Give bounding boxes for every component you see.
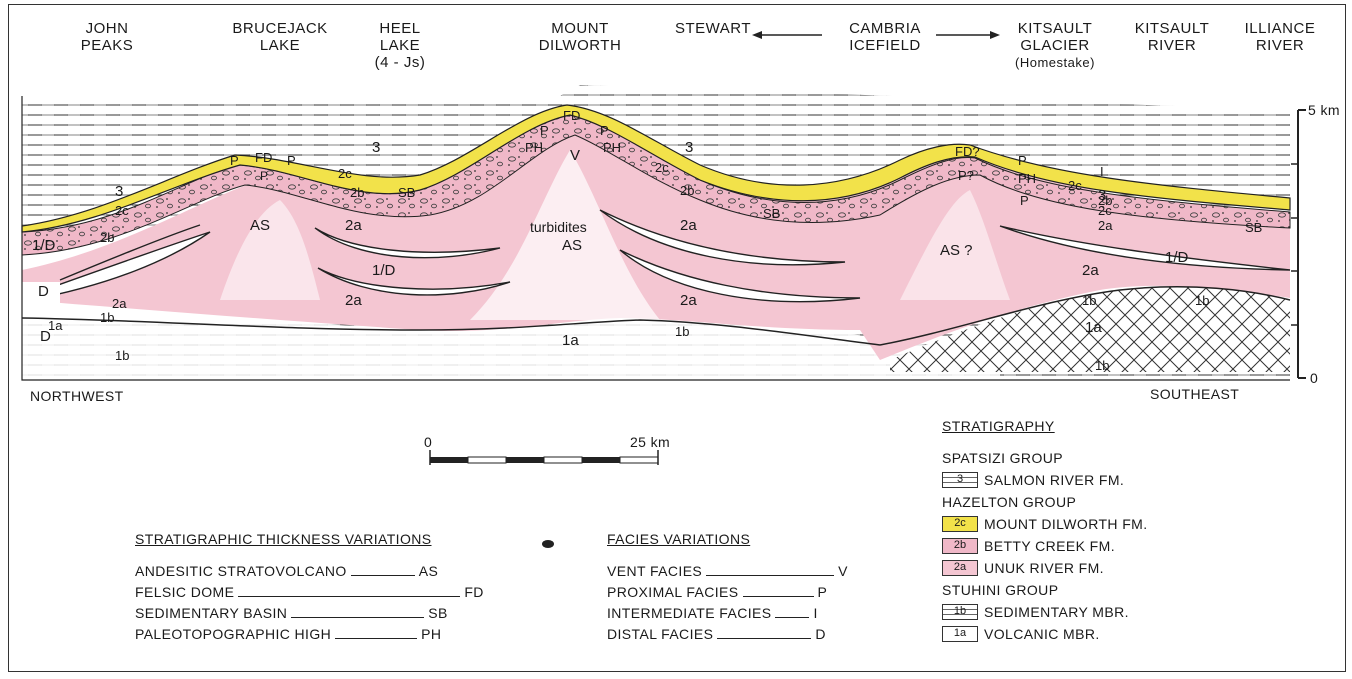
label-u2c-d: 2c (1068, 178, 1082, 193)
label-1b-c: 1b (675, 324, 689, 339)
orientation-northwest: NORTHWEST (30, 388, 124, 404)
legend-betty-creek: BETTY CREEK FM. (984, 538, 1115, 554)
label-u2b-b: 2b (350, 185, 364, 200)
label-1d-a: 1/D (32, 237, 56, 254)
label-u2a-b: 2a (345, 292, 362, 309)
label-p-g: P (1018, 153, 1027, 168)
label-fd-3: FD? (955, 144, 980, 159)
label-as-2: AS (562, 237, 582, 254)
label-p-d: P (600, 123, 609, 138)
label-u2a-d: 2a (680, 292, 697, 309)
scale-bar (430, 450, 658, 465)
label-turbidites: turbidites (530, 219, 587, 235)
vertical-scale-top: 5 km (1308, 102, 1340, 118)
label-sb-2: SB (763, 206, 780, 221)
label-ph-1: PH (525, 140, 543, 155)
label-u2a-g: 2a (1098, 218, 1113, 233)
legend-group-spatsizi: SPATSIZI GROUP (942, 450, 1063, 466)
scale-bar-end: 25 km (630, 434, 670, 450)
label-p-f: P? (958, 168, 974, 183)
label-u2b-c: 2b (680, 183, 694, 198)
label-u2c-b: 2c (338, 166, 352, 181)
legend-facies-title: FACIES VARIATIONS (607, 531, 750, 547)
label-as-1: AS (250, 217, 270, 234)
swatch-1a: 1a (942, 626, 978, 642)
label-ph-3: PH (1018, 171, 1036, 186)
legend-facies-item: VENT FACIESV (607, 563, 848, 579)
label-u3-a: 3 (372, 139, 380, 156)
label-u2a-e: 2a (1082, 262, 1099, 279)
legend-group-stuhini: STUHINI GROUP (942, 582, 1058, 598)
swatch-1b: 1b (942, 604, 978, 620)
swatch-2b: 2b (942, 538, 978, 554)
label-v: V (570, 147, 580, 164)
legend-group-hazelton: HAZELTON GROUP (942, 494, 1076, 510)
label-1d-c: 1/D (1165, 249, 1189, 266)
label-1d-b: 1/D (372, 262, 396, 279)
label-fd-1: FD (255, 150, 272, 165)
label-1b-d: 1b (1082, 293, 1096, 308)
label-p-b: P (287, 153, 296, 168)
swatch-3: 3 (942, 472, 978, 488)
label-u2a-a: 2a (345, 217, 362, 234)
label-u2b-d: 2b (1098, 193, 1112, 208)
legend-volcanic-mbr: VOLCANIC MBR. (984, 626, 1100, 642)
legend-stratigraphy-title: STRATIGRAPHY (942, 418, 1055, 434)
label-sb-3: SB (1245, 220, 1262, 235)
legend-mount-dilworth: MOUNT DILWORTH FM. (984, 516, 1148, 532)
label-d-a: D (38, 283, 49, 300)
legend-unuk-river: UNUK RIVER FM. (984, 560, 1104, 576)
label-as-3: AS ? (940, 242, 973, 259)
legend-salmon-river: SALMON RIVER FM. (984, 472, 1124, 488)
label-i: I (1100, 164, 1104, 179)
orientation-southeast: SOUTHEAST (1150, 386, 1239, 402)
label-sb-1: SB (398, 185, 415, 200)
label-1b-a: 1b (100, 310, 114, 325)
label-1b-b: 1b (115, 348, 129, 363)
label-u2a-f: 2a (112, 296, 127, 311)
vertical-scale-bottom: 0 (1310, 370, 1318, 386)
label-u2c-a: 2c (115, 203, 129, 218)
label-1b-f: 1b (1195, 293, 1209, 308)
label-p-a: P (230, 153, 239, 168)
label-1b-e: 1b (1095, 358, 1109, 373)
label-u2c-c: 2c (655, 160, 669, 175)
scale-bar-start: 0 (424, 434, 432, 450)
swatch-2c: 2c (942, 516, 978, 532)
swatch-2a: 2a (942, 560, 978, 576)
label-p-e: P (260, 169, 268, 183)
label-u2b-a: 2b (100, 230, 114, 245)
label-u2a-c: 2a (680, 217, 697, 234)
label-ph-2: PH (603, 140, 621, 155)
label-p-h: P (1020, 193, 1029, 208)
label-1a-b: 1a (562, 332, 579, 349)
label-u3-b: 3 (115, 183, 123, 200)
label-1a-c: 1a (1085, 319, 1102, 336)
label-fd-2: FD (563, 108, 580, 123)
label-u3-c: 3 (685, 139, 693, 156)
label-1a-a: 1a (48, 318, 63, 333)
legend-sedimentary-mbr: SEDIMENTARY MBR. (984, 604, 1129, 620)
legend-thickness-title: STRATIGRAPHIC THICKNESS VARIATIONS (135, 531, 432, 547)
label-p-c: P (540, 123, 549, 138)
